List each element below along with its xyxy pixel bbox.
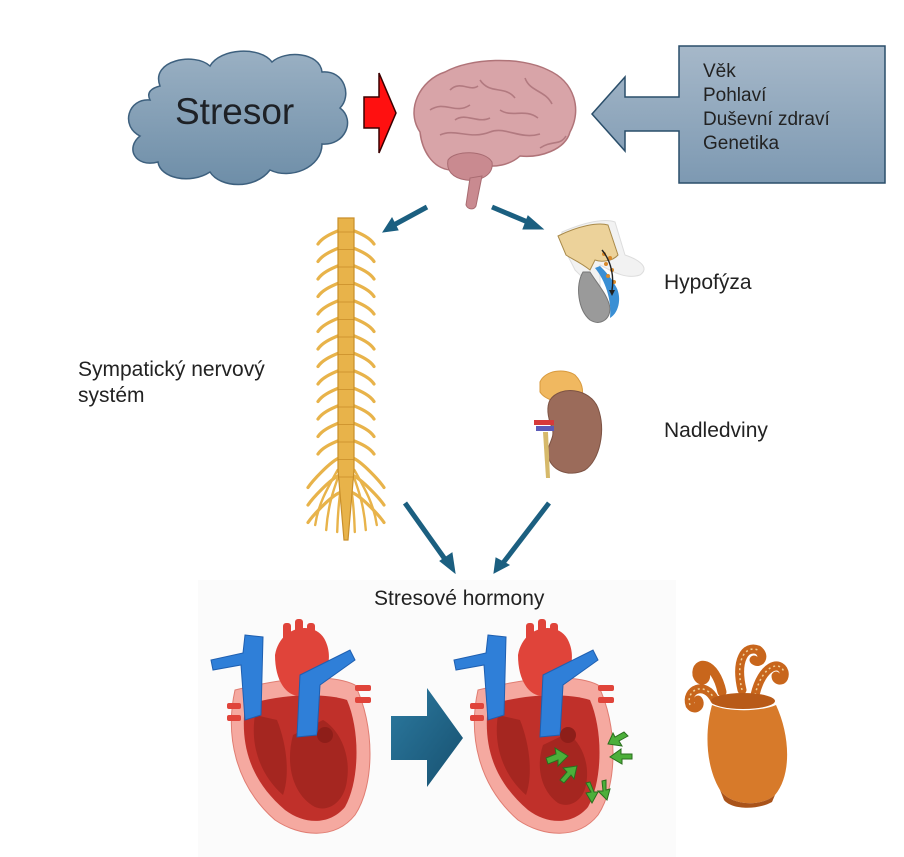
heart-contracted-icon (453, 619, 614, 834)
pulmonary-artery (296, 649, 356, 738)
squeeze-arrow-icon (585, 781, 599, 805)
nervous-system-label: Sympatický nervový systém (78, 357, 265, 409)
factor-item: Duševní zdraví (703, 109, 830, 130)
nerve-branch (350, 455, 386, 490)
arrow-head-icon (381, 216, 399, 233)
right-ventricle (496, 715, 530, 795)
left-ventricle (289, 720, 348, 809)
pulmonary-vein (598, 685, 614, 691)
pulmonary-artery (539, 649, 599, 738)
aortic-branch (283, 623, 291, 643)
arrow-head-icon (522, 215, 545, 230)
aortic-branch (295, 619, 303, 641)
squeeze-arrow-icon (596, 779, 611, 801)
squeeze-arrow-icon (607, 731, 629, 747)
nerve-branch (306, 455, 342, 490)
heart-valve (560, 727, 576, 743)
pulmonary-vein (355, 685, 371, 691)
arrow-head-icon (439, 552, 456, 575)
stress-hormones-label: Stresové hormony (374, 587, 545, 610)
superior-vena-cava (453, 634, 507, 721)
factor-item: Věk (703, 61, 736, 82)
squeeze-arrow-icon (609, 748, 633, 765)
aortic-branch (526, 623, 534, 643)
factor-item: Genetika (703, 133, 780, 154)
factor-item: Pohlaví (703, 85, 767, 106)
nerve-branch (350, 490, 386, 525)
pulmonary-vein (227, 703, 241, 709)
pulmonary-vein (470, 715, 484, 721)
aortic-branch (538, 619, 546, 641)
superior-vena-cava (210, 634, 264, 721)
nerve-fiber (314, 468, 339, 527)
arrow-spine-to-hormones (402, 501, 450, 564)
arrow-brain-to-spine (390, 204, 429, 229)
nerve-fiber (353, 468, 378, 527)
aortic-branch (307, 623, 315, 643)
aortic-branch (550, 623, 558, 643)
arrow-head-icon (493, 557, 511, 574)
adrenal-label: Nadledviny (664, 419, 768, 442)
right-ventricle (253, 715, 287, 795)
pulmonary-vein (227, 715, 241, 721)
factors-list: Věk Pohlaví Duševní zdraví Genetika (703, 60, 830, 156)
pulmonary-vein (470, 703, 484, 709)
nervous-system-label-line1: Sympatický nervový (78, 358, 265, 381)
pulmonary-vein (355, 697, 371, 703)
nerve-branch (306, 490, 342, 525)
arrow-brain-to-pituitary (491, 204, 531, 226)
heart-valve (317, 727, 333, 743)
nervous-system-label-line2: systém (78, 384, 145, 407)
pituitary-label: Hypofýza (664, 271, 752, 294)
pulmonary-vein (598, 697, 614, 703)
heart-icon (210, 619, 371, 834)
squeeze-arrow-icon (545, 746, 569, 768)
stressor-label: Stresor (175, 91, 295, 132)
arrow-adrenal-to-hormones (501, 501, 551, 565)
squeeze-arrow-icon (559, 765, 578, 784)
